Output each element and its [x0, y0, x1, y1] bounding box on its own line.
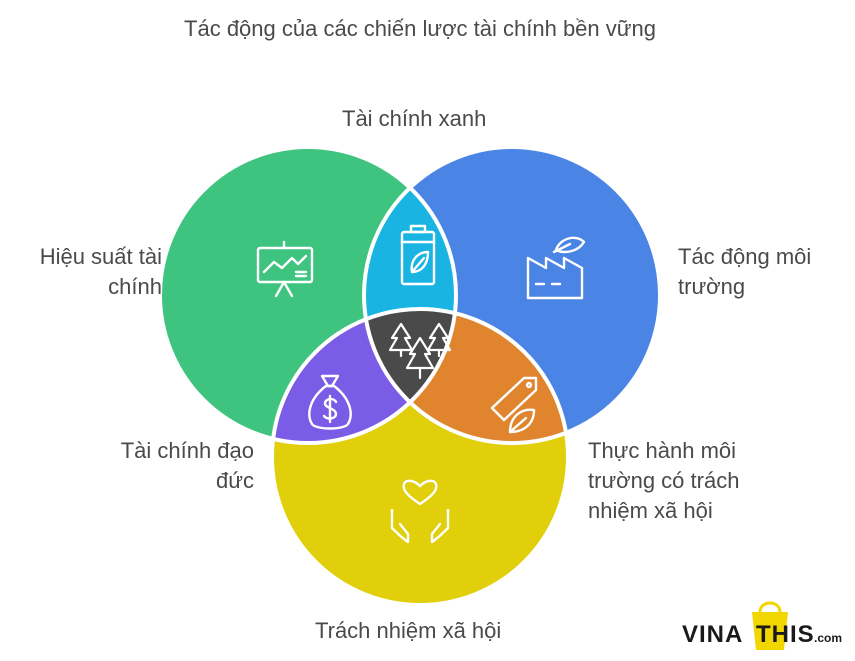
shopping-bag-icon [752, 601, 788, 650]
pine-trees-icon [388, 322, 452, 380]
diagram-title: Tác động của các chiến lược tài chính bề… [184, 16, 656, 41]
overlap-responsible-practices [364, 309, 568, 443]
label-line: Hiệu suất tài [39, 244, 162, 269]
label-financial-performance: Hiệu suất tài chính [20, 242, 162, 302]
presentation-chart-icon [256, 240, 314, 298]
battery-leaf-icon [400, 224, 436, 286]
factory-leaf-icon [526, 236, 586, 300]
label-line: trường [678, 274, 746, 299]
watermark-suffix: .com [814, 631, 842, 645]
overlap-ethical-finance [272, 309, 456, 443]
money-bag-icon [308, 374, 352, 430]
label-line: trường có trách [588, 468, 740, 493]
watermark-text-right: THIS [756, 621, 815, 648]
label-green-finance: Tài chính xanh [342, 106, 487, 131]
label-responsible-practices: Thực hành môi trường có trách nhiệm xã h… [588, 436, 739, 526]
label-social-responsibility: Trách nhiệm xã hội [315, 618, 502, 643]
watermark-text-left: VINA [682, 621, 743, 648]
label-ethical-finance: Tài chính đạo đức [100, 436, 254, 496]
label-line: Tác động môi [678, 244, 812, 269]
label-environmental-impact: Tác động môi trường [678, 242, 811, 302]
label-line: Thực hành môi [588, 438, 737, 463]
vinathis-logo: VINA THIS .com [682, 601, 842, 650]
hands-heart-icon [390, 479, 450, 544]
label-line: nhiệm xã hội [588, 498, 713, 523]
label-line: Tài chính đạo [120, 438, 254, 463]
eco-tag-icon [490, 376, 538, 434]
label-line: chính [108, 274, 162, 299]
label-line: đức [216, 468, 254, 493]
